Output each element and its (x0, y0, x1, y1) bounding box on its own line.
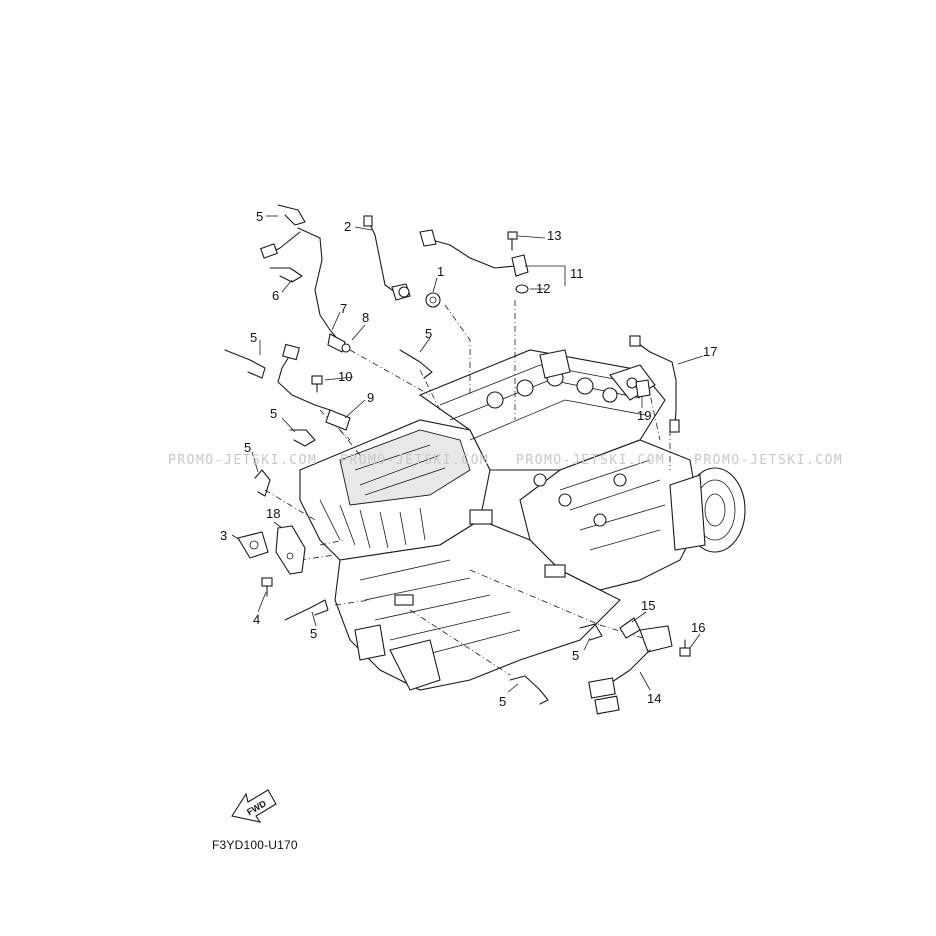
callout-5-left2: 5 (244, 440, 251, 455)
leader-lines (231, 215, 704, 693)
callout-16: 16 (691, 620, 705, 635)
part-8-washer (341, 343, 351, 353)
watermark-2: PROMO-JETSKI.COM (340, 453, 489, 468)
callout-5-band9: 5 (270, 406, 277, 421)
callout-5-mid: 5 (425, 326, 432, 341)
part-5-band-low-right (579, 623, 603, 641)
part-16-bolt (679, 639, 691, 657)
callout-2: 2 (344, 219, 351, 234)
part-17-sensor (629, 335, 680, 433)
part-6-band (269, 267, 303, 283)
diagram-code: F3YD100-U170 (212, 838, 298, 852)
callout-5-top: 5 (256, 209, 263, 224)
callout-5-bottom: 5 (499, 694, 506, 709)
callout-labels: 1 2 3 4 5 5 5 5 5 5 5 5 6 7 8 9 10 11 12… (220, 209, 717, 709)
part-11-sensor-harness (419, 229, 529, 277)
part-5-band-left-2 (254, 469, 271, 497)
callout-15: 15 (641, 598, 655, 613)
part-14-sensor-harness (588, 625, 673, 715)
watermark-strip: PROMO-JETSKI.COM PROMO-JETSKI.COM PROMO-… (168, 453, 843, 468)
callout-8: 8 (362, 310, 369, 325)
part-5-band-mid (399, 349, 433, 379)
part-18-bracket (275, 525, 306, 575)
part-1-plug (425, 292, 441, 308)
part-2-sensor (363, 215, 411, 301)
part-15-gasket (619, 617, 641, 639)
callout-17: 17 (703, 344, 717, 359)
watermark-3: PROMO-JETSKI.COM (516, 453, 665, 468)
callout-14: 14 (647, 691, 661, 706)
part-harness-left-top (260, 227, 346, 353)
dashed-reference-lines (264, 300, 671, 676)
callout-18: 18 (266, 506, 280, 521)
callout-12: 12 (536, 281, 550, 296)
callout-5-left: 5 (250, 330, 257, 345)
callout-11: 11 (570, 266, 584, 281)
callout-19: 19 (637, 408, 651, 423)
fwd-arrow-icon: FWD (231, 789, 277, 823)
callout-10: 10 (338, 369, 352, 384)
part-3-sensor (237, 531, 269, 559)
callout-3: 3 (220, 528, 227, 543)
part-5-band-9 (289, 429, 316, 447)
engine-block (299, 349, 746, 691)
callout-6: 6 (272, 288, 279, 303)
part-harness-left-mid (277, 343, 351, 431)
callout-5-lowright: 5 (572, 648, 579, 663)
part-5-band-top (277, 204, 306, 226)
watermark-4: PROMO-JETSKI.COM (694, 453, 843, 468)
callout-4: 4 (253, 612, 260, 627)
callout-7: 7 (340, 301, 347, 316)
part-5-band-low-left (284, 599, 329, 621)
part-13-bolt (507, 231, 518, 251)
watermark-1: PROMO-JETSKI.COM (168, 453, 317, 468)
part-4-screw (261, 577, 273, 597)
part-19-fitting (635, 379, 651, 398)
callout-1: 1 (437, 264, 444, 279)
part-12-oring (515, 284, 529, 294)
part-5-band-left (224, 349, 266, 379)
part-10-bolt (311, 375, 323, 393)
callout-13: 13 (547, 228, 561, 243)
part-5-band-bottom (509, 675, 549, 705)
callout-9: 9 (367, 390, 374, 405)
callout-5-lowleft: 5 (310, 626, 317, 641)
